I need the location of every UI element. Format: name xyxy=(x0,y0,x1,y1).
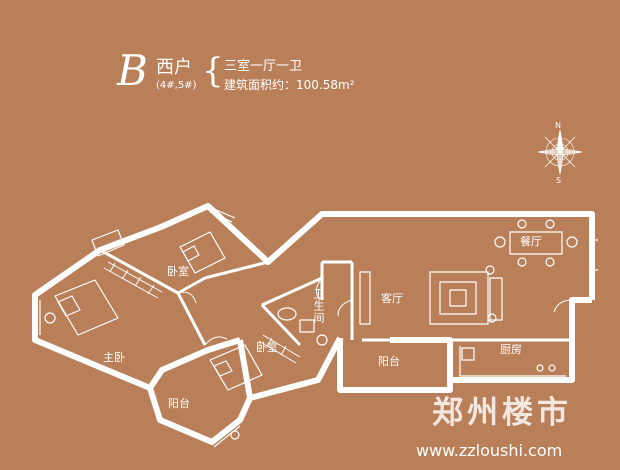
compass-rose-icon xyxy=(537,129,583,175)
room-label-living-room: 客厅 xyxy=(381,292,403,305)
header-brace: { xyxy=(202,51,224,91)
watermark-chinese: 郑州楼市 xyxy=(432,395,572,431)
unit-type-letter: B xyxy=(117,46,148,95)
watermark-url: www.zzloushi.com xyxy=(416,441,563,460)
room-label-kitchen: 厨房 xyxy=(500,343,522,356)
compass-north-label: N xyxy=(555,121,561,130)
inner-walls xyxy=(99,248,572,347)
closet-hatching xyxy=(103,261,301,364)
room-label-balcony-center: 阳台 xyxy=(378,355,400,368)
floor-area: 建筑面积约：100.58m² xyxy=(224,78,355,92)
layout-description: 三室一厅一卫 xyxy=(224,59,303,74)
room-label-bedroom-top: 卧室 xyxy=(167,265,189,278)
door-swings xyxy=(177,277,573,346)
compass-south-label: S xyxy=(556,176,562,185)
room-label-dining-room: 餐厅 xyxy=(520,235,542,248)
room-label-bedroom-bottom: 卧室 xyxy=(256,341,278,354)
building-numbers: (4#,5#) xyxy=(156,80,197,91)
room-label-bathroom: 卫生间 xyxy=(312,288,325,324)
room-label-balcony-left: 阳台 xyxy=(168,397,190,410)
furniture xyxy=(44,219,578,440)
windows xyxy=(33,205,598,448)
unit-name: 西户 xyxy=(156,57,192,78)
room-label-master-bedroom: 主卧 xyxy=(103,351,125,364)
